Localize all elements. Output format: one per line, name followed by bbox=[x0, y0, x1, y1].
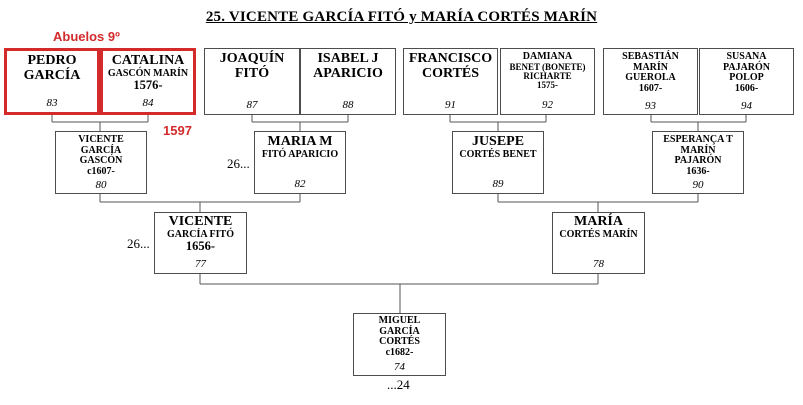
name-line: CORTÉS MARÍN bbox=[559, 228, 638, 240]
ancestor-number: 74 bbox=[394, 361, 405, 373]
name-line: GARCÍA bbox=[23, 67, 81, 83]
name-line: FITÓ APARICIO bbox=[261, 148, 339, 160]
name-line: JOAQUÍN bbox=[219, 51, 285, 66]
ancestor-box-80[interactable]: VICENTE GARCÍA GASCÓN c1607- 80 bbox=[55, 131, 147, 194]
continuation-note: 26... bbox=[227, 156, 250, 171]
ancestor-number: 78 bbox=[593, 258, 604, 270]
ancestor-number: 87 bbox=[246, 99, 258, 111]
name-line: CORTÉS BENET bbox=[459, 148, 537, 160]
ancestor-number: 93 bbox=[645, 100, 656, 112]
name-line: MARÍA bbox=[574, 214, 623, 229]
ancestor-box-91[interactable]: FRANCISCO CORTÉS 91 bbox=[403, 48, 498, 115]
name-line: MIGUEL bbox=[378, 315, 421, 326]
date-line: 1607- bbox=[638, 82, 663, 94]
name-line: GUEROLA bbox=[625, 72, 676, 83]
name-line: POLOP bbox=[729, 72, 764, 83]
ancestor-number: 84 bbox=[142, 97, 154, 109]
ancestor-box-78[interactable]: MARÍA CORTÉS MARÍN 78 bbox=[552, 212, 645, 274]
name-line: MARÍN bbox=[633, 61, 668, 73]
name-line: ESPERANÇA T bbox=[663, 134, 733, 145]
name-line: GARCÍA bbox=[80, 144, 122, 156]
name-line: JUSEPE bbox=[471, 134, 525, 149]
ancestor-number: 94 bbox=[741, 100, 752, 112]
name-line: SUSANA bbox=[726, 51, 767, 62]
name-line: SEBASTIÁN bbox=[622, 51, 679, 62]
name-line: APARICIO bbox=[313, 65, 383, 81]
ancestor-box-88[interactable]: ISABEL J APARICIO 88 bbox=[300, 48, 396, 115]
continuation-note: 26... bbox=[127, 236, 150, 251]
date-line: 1636- bbox=[686, 165, 710, 177]
name-line: PEDRO bbox=[27, 53, 77, 68]
ancestor-number: 88 bbox=[342, 99, 354, 111]
ancestor-box-90[interactable]: ESPERANÇA T MARÍN PAJARÓN 1636- 90 bbox=[652, 131, 744, 194]
ancestor-number: 91 bbox=[445, 99, 456, 111]
name-line: CATALINA bbox=[111, 53, 185, 68]
ancestor-number: 77 bbox=[195, 258, 206, 270]
name-line: CORTÉS bbox=[379, 336, 420, 347]
name-line: PAJARÓN bbox=[674, 155, 722, 166]
ancestor-box-87[interactable]: JOAQUÍN FITÓ 87 bbox=[204, 48, 300, 115]
ancestor-box-89[interactable]: JUSEPE CORTÉS BENET 89 bbox=[452, 131, 544, 194]
ancestor-number: 82 bbox=[294, 178, 306, 190]
ancestor-box-77[interactable]: VICENTE GARCÍA FITÓ 1656- 77 bbox=[154, 212, 247, 274]
date-line: c1682- bbox=[385, 346, 414, 358]
name-line: PAJARÓN bbox=[722, 61, 771, 73]
name-line: RICHARTE bbox=[523, 70, 572, 81]
name-line: VICENTE bbox=[78, 134, 124, 145]
ancestor-box-93[interactable]: SEBASTIÁN MARÍN GUEROLA 1607- 93 bbox=[603, 48, 698, 115]
date-line: 1575- bbox=[537, 80, 558, 91]
date-line: 1606- bbox=[734, 82, 759, 94]
name-line: FITÓ bbox=[234, 65, 270, 81]
year-annotation: 1597 bbox=[163, 123, 192, 138]
ancestor-box-92[interactable]: DAMIANA BENET (BONETE) RICHARTE 1575- 92 bbox=[500, 48, 595, 115]
date-line: 1656- bbox=[185, 239, 216, 254]
ancestor-number: 92 bbox=[542, 99, 553, 111]
ancestor-number: 89 bbox=[492, 178, 504, 190]
ancestor-box-74[interactable]: MIGUEL GARCÍA CORTÉS c1682- 74 bbox=[353, 313, 446, 376]
date-line: c1607- bbox=[87, 165, 115, 177]
name-line: DAMIANA bbox=[522, 51, 573, 62]
ancestor-number: 90 bbox=[692, 179, 704, 191]
page-title: 25. VICENTE GARCÍA FITÓ y MARÍA CORTÉS M… bbox=[205, 9, 598, 25]
name-line: ISABEL J bbox=[317, 51, 379, 66]
name-line: GASCÓN bbox=[79, 155, 123, 166]
name-line: GASCÓN MARÍN bbox=[107, 67, 189, 79]
name-line: VICENTE bbox=[168, 214, 233, 229]
ancestor-number: 80 bbox=[95, 179, 107, 191]
name-line: MARIA M bbox=[267, 134, 333, 149]
name-line: BENET (BONETE) bbox=[509, 61, 586, 72]
ancestor-box-82[interactable]: MARIA M FITÓ APARICIO 82 bbox=[254, 131, 346, 194]
continuation-note: ...24 bbox=[387, 377, 410, 392]
name-line: GARCÍA bbox=[379, 325, 420, 337]
name-line: FRANCISCO bbox=[408, 51, 493, 66]
name-line: MARÍN bbox=[680, 144, 716, 156]
date-line: 1576- bbox=[133, 78, 163, 93]
ancestor-box-83[interactable]: PEDRO GARCÍA 83 bbox=[4, 48, 100, 115]
ancestor-number: 83 bbox=[46, 97, 58, 109]
ancestor-box-84[interactable]: CATALINA GASCÓN MARÍN 1576- 84 bbox=[100, 48, 196, 115]
ancestor-box-94[interactable]: SUSANA PAJARÓN POLOP 1606- 94 bbox=[699, 48, 794, 115]
name-line: GARCÍA FITÓ bbox=[167, 228, 234, 240]
name-line: CORTÉS bbox=[421, 65, 480, 81]
abuelos-annotation: Abuelos 9º bbox=[53, 29, 120, 44]
